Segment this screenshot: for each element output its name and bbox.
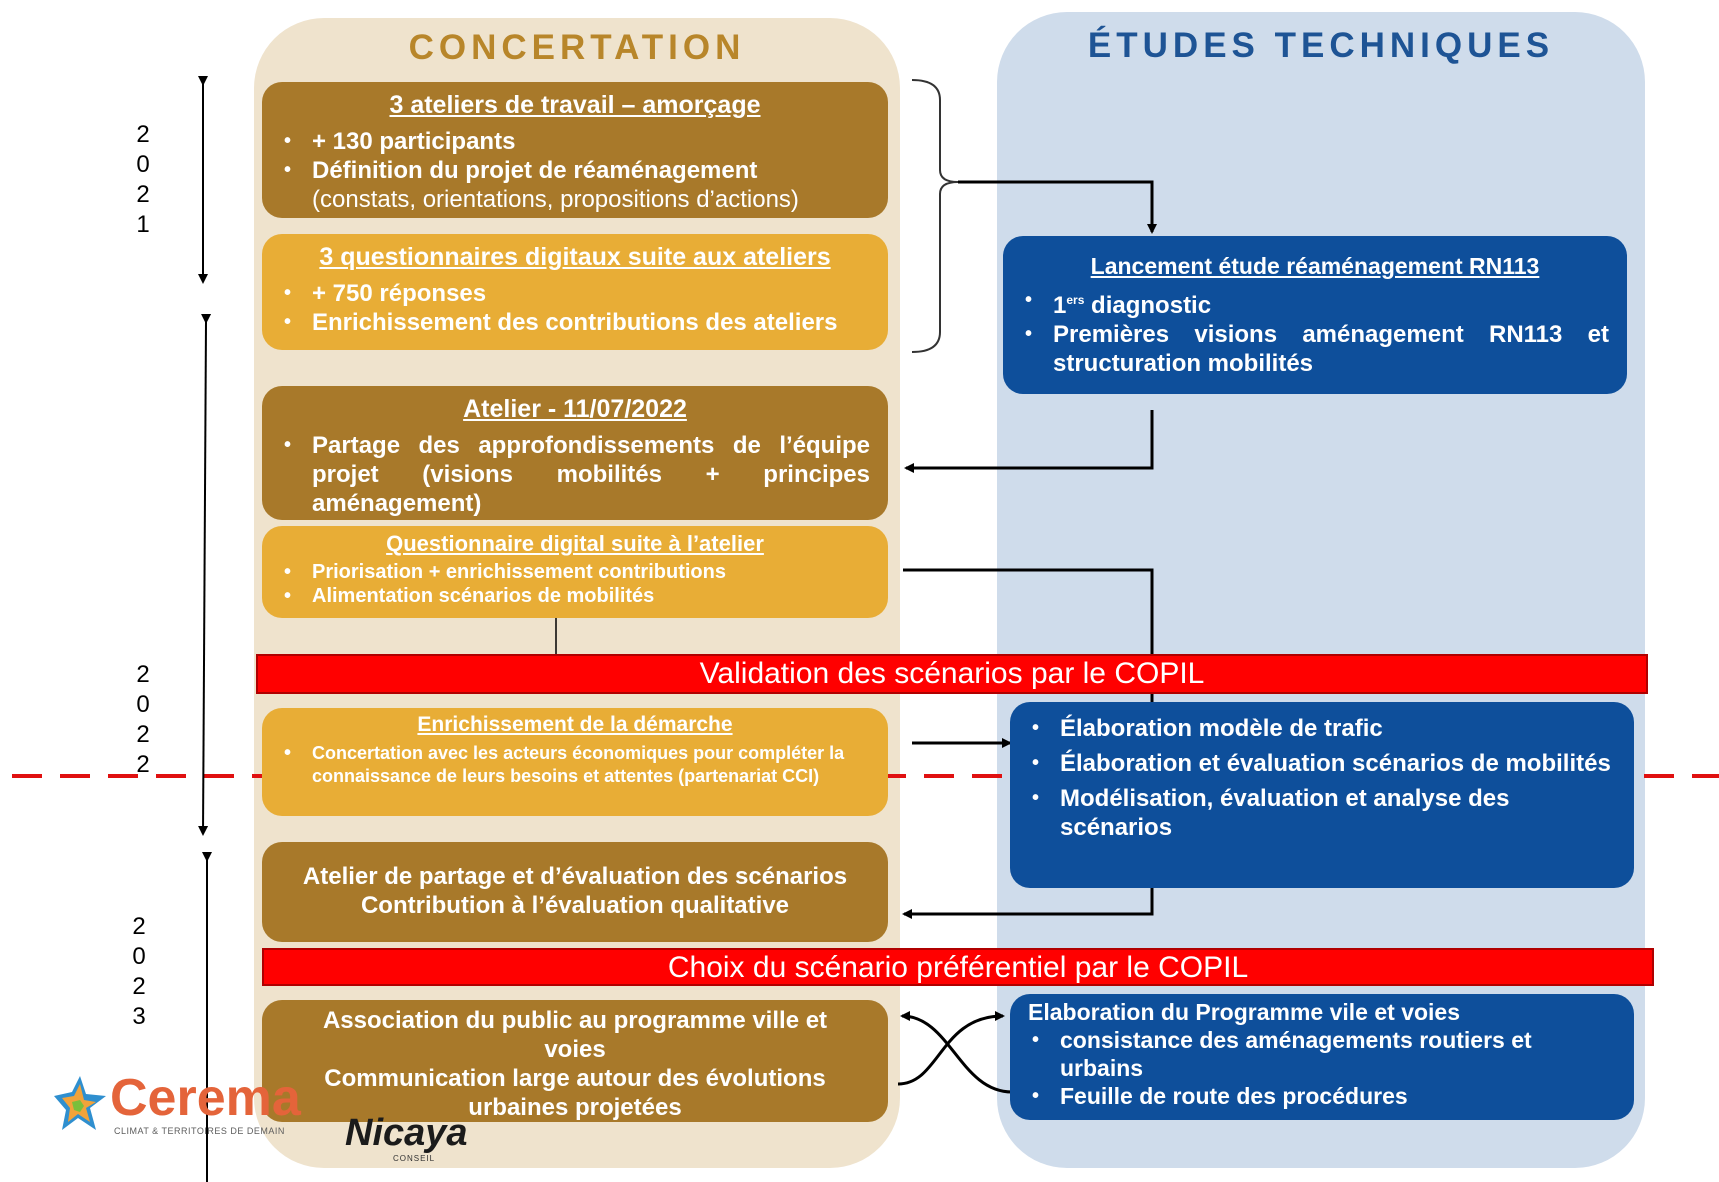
timeline-arrow-2022: [198, 313, 212, 836]
nicaya-tagline: CONSEIL: [393, 1154, 436, 1163]
list-item: Concertation avec les acteurs économique…: [280, 742, 870, 788]
nicaya-logo: Nicaya CONSEIL: [345, 1112, 505, 1163]
concertation-box-enrichissement: Enrichissement de la démarche Concertati…: [262, 708, 888, 816]
arrow-to-atelier: [904, 410, 1154, 473]
box-line: Communication large autour des évolution…: [324, 1065, 826, 1121]
list-item: Modélisation, évaluation et analyse des …: [1028, 784, 1616, 842]
box-title: Questionnaire digital suite à l’atelier: [386, 531, 764, 556]
box-line: Contribution à l’évaluation qualitative: [360, 892, 790, 919]
concertation-box-atelier-2022: Atelier - 11/07/2022 Partage des approfo…: [262, 386, 888, 520]
banner-choix-scenario: Choix du scénario préférentiel par le CO…: [262, 948, 1654, 986]
box-title: Enrichissement de la démarche: [417, 713, 733, 736]
cerema-wordmark: Cerema: [110, 1069, 301, 1127]
box-title: Elaboration du Programme vile et voies: [1028, 999, 1461, 1025]
list-item: + 130 participants: [280, 127, 870, 156]
etudes-box-lancement: Lancement étude réaménagement RN113 1ers…: [1003, 236, 1627, 394]
arrow-to-lancement: [958, 180, 1157, 234]
box-title: Atelier - 11/07/2022: [463, 395, 687, 423]
list-item: Définition du projet de réaménagement: [280, 156, 870, 185]
concertation-box-association-public: Association du public au programme ville…: [262, 1000, 888, 1122]
box-title: 3 ateliers de travail – amorçage: [389, 91, 761, 119]
list-item: + 750 réponses: [280, 279, 870, 308]
list-item: Enrichissement des contributions des ate…: [280, 308, 870, 337]
box-line: Atelier de partage et d’évaluation des s…: [302, 863, 848, 890]
cross-arrow-1: [897, 1011, 1005, 1086]
list-item: Feuille de route des procédures: [1028, 1082, 1616, 1110]
list-item: Premières visions aménagement RN113 et s…: [1021, 320, 1609, 378]
list-item: Priorisation + enrichissement contributi…: [280, 560, 870, 584]
concertation-box-questionnaire-atelier: Questionnaire digital suite à l’atelier …: [262, 526, 888, 618]
concertation-box-ateliers-amorcage: 3 ateliers de travail – amorçage + 130 p…: [262, 82, 888, 218]
list-item: Élaboration et évaluation scénarios de m…: [1028, 749, 1616, 778]
list-item: Alimentation scénarios de mobilités: [280, 584, 870, 608]
list-item: 1ers diagnostic: [1021, 286, 1609, 320]
banner-validation-scenarios: Validation des scénarios par le COPIL: [256, 654, 1648, 694]
list-item: Partage des approfondissements de l’équi…: [280, 431, 870, 518]
list-item-sub: (constats, orientations, propositions d’…: [312, 186, 799, 213]
etudes-box-programme: Elaboration du Programme vile et voies c…: [1010, 994, 1634, 1120]
box-title: 3 questionnaires digitaux suite aux atel…: [319, 243, 831, 271]
concertation-box-atelier-partage: Atelier de partage et d’évaluation des s…: [262, 842, 888, 942]
concertation-title: CONCERTATION: [408, 28, 746, 67]
box-line: Association du public au programme ville…: [322, 1007, 828, 1063]
nicaya-wordmark: Nicaya: [345, 1112, 468, 1154]
list-item: consistance des aménagements routiers et…: [1028, 1026, 1616, 1082]
cross-arrow-2: [900, 1011, 1013, 1094]
etudes-box-elaboration: Élaboration modèle de trafic Élaboration…: [1010, 702, 1634, 888]
cerema-tagline: CLIMAT & TERRITOIRES DE DEMAIN: [114, 1126, 285, 1136]
bracket: [911, 79, 959, 353]
list-item: Élaboration modèle de trafic: [1028, 714, 1616, 743]
arrow-to-atelier-partage: [902, 884, 1154, 919]
cerema-logo: Cerema CLIMAT & TERRITOIRES DE DEMAIN: [42, 1068, 301, 1138]
box-title: Lancement étude réaménagement RN113: [1090, 253, 1540, 279]
cerema-star-icon: [54, 1076, 106, 1130]
etudes-techniques-title: ÉTUDES TECHNIQUES: [1087, 26, 1555, 65]
concertation-box-questionnaires: 3 questionnaires digitaux suite aux atel…: [262, 234, 888, 350]
